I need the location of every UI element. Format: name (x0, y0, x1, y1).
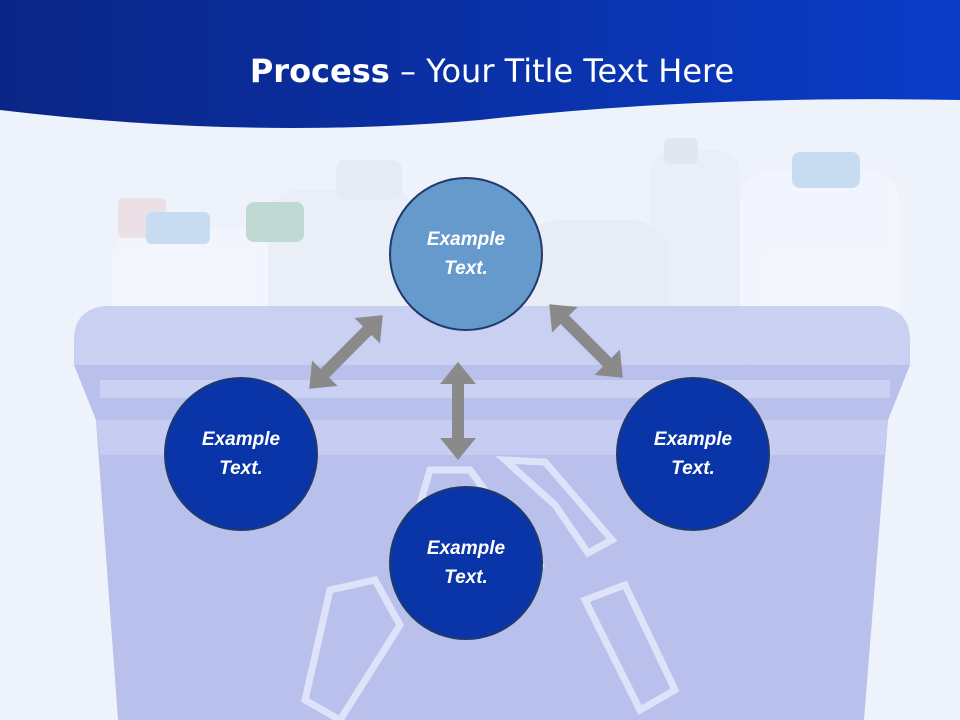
node-center-label: Example Text. (426, 229, 506, 279)
node-left: Example Text. (164, 377, 318, 531)
node-left-label: Example Text. (201, 429, 281, 479)
node-bottom: Example Text. (389, 486, 543, 640)
slide-title: Process – Your Title Text Here (0, 52, 960, 90)
arrow-center-right (549, 304, 623, 378)
title-rest: – Your Title Text Here (389, 52, 735, 90)
title-bold: Process (249, 52, 390, 90)
arrow-center-bottom (440, 362, 476, 460)
node-right-label: Example Text. (653, 429, 733, 479)
arrow-center-left (309, 315, 383, 389)
node-bottom-label: Example Text. (426, 538, 506, 588)
node-right: Example Text. (616, 377, 770, 531)
node-center: Example Text. (389, 177, 543, 331)
